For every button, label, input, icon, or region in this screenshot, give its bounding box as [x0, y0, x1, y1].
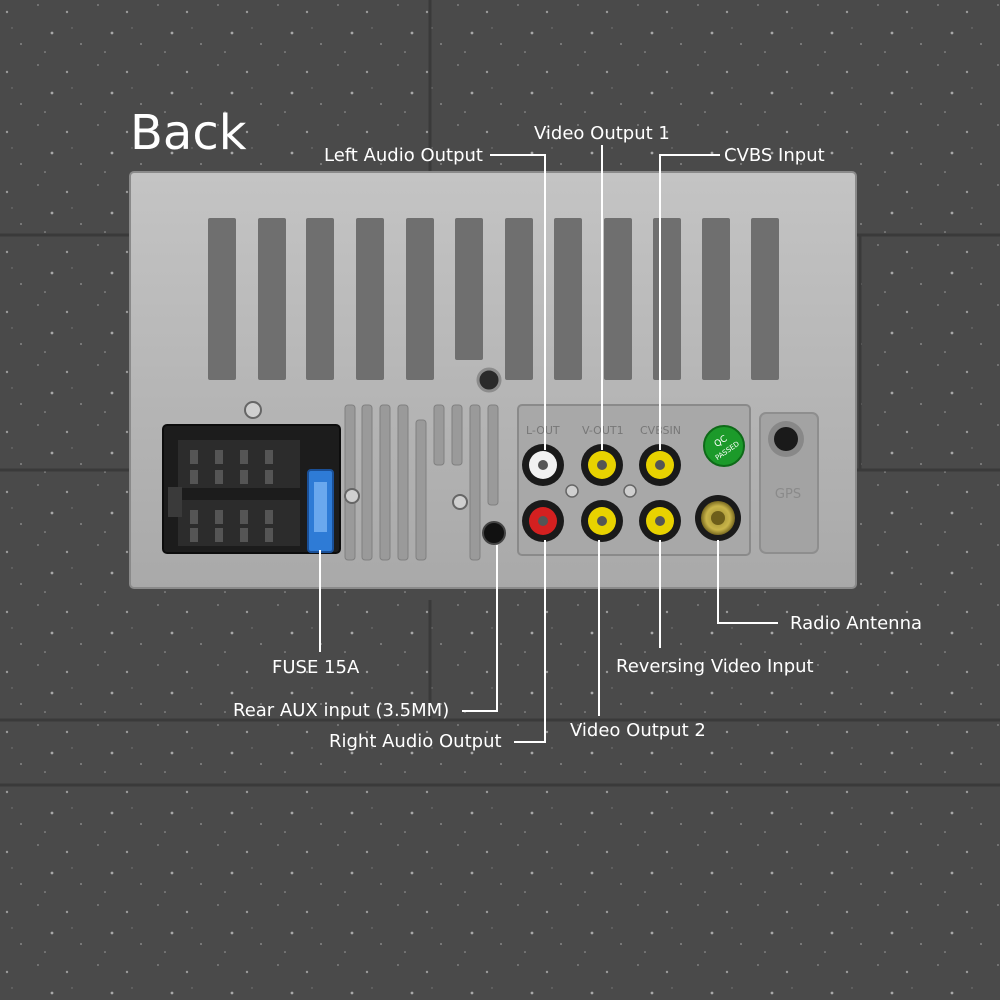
marking-l-out: L-OUT — [526, 424, 560, 437]
fin — [751, 218, 779, 380]
label-cvbs-input: CVBS Input — [724, 145, 825, 166]
rca-cvbs-in — [639, 444, 681, 486]
label-left-audio-output: Left Audio Output — [324, 145, 483, 166]
label-right-audio-output: Right Audio Output — [329, 731, 502, 752]
callout-radio-antenna — [717, 540, 778, 624]
label-fuse: FUSE 15A — [272, 657, 360, 678]
rca-video-out-2 — [581, 500, 623, 542]
label-reversing-video-input: Reversing Video Input — [616, 656, 814, 677]
fin — [702, 218, 730, 380]
panel-screw — [344, 488, 360, 504]
mount-screw-hole — [476, 367, 502, 393]
rca-left-audio-out — [522, 444, 564, 486]
connector-pins — [190, 450, 273, 542]
fin — [505, 218, 533, 380]
radio-antenna-jack — [695, 495, 741, 541]
fin — [455, 218, 483, 360]
label-video-output-2: Video Output 2 — [570, 720, 706, 741]
label-radio-antenna: Radio Antenna — [790, 613, 923, 634]
panel-screw — [565, 484, 579, 498]
page-title: Back — [130, 105, 247, 161]
fin — [406, 218, 434, 380]
callout-right-audio-out — [514, 540, 546, 743]
panel-screw — [623, 484, 637, 498]
label-rear-aux-input: Rear AUX input (3.5MM) — [233, 700, 450, 721]
callout-cvbs-in — [659, 154, 720, 450]
fin — [258, 218, 286, 380]
qc-passed-sticker: QC PASSED — [703, 425, 745, 467]
aux-jack — [482, 521, 506, 545]
gps-marking: GPS — [775, 487, 801, 502]
fin — [554, 218, 582, 380]
callout-lines — [319, 145, 778, 743]
rca-video-out-1 — [581, 444, 623, 486]
panel-screw — [452, 494, 468, 510]
cooling-fins — [208, 218, 779, 380]
label-video-output-1: Video Output 1 — [534, 123, 670, 144]
av-panel — [517, 404, 751, 556]
callout-rear-aux — [462, 545, 498, 712]
fin — [356, 218, 384, 380]
fin — [208, 218, 236, 380]
fin — [653, 218, 681, 380]
lower-vent-grooves — [344, 404, 499, 561]
fuse-window — [314, 482, 327, 532]
iso-harness-connector — [162, 424, 341, 554]
fin — [306, 218, 334, 380]
callout-left-audio-out — [490, 154, 546, 450]
rca-reversing-video-in — [639, 500, 681, 542]
gps-port-hole — [774, 427, 798, 451]
rca-right-audio-out — [522, 500, 564, 542]
panel-screw — [244, 401, 262, 419]
fin — [604, 218, 632, 380]
